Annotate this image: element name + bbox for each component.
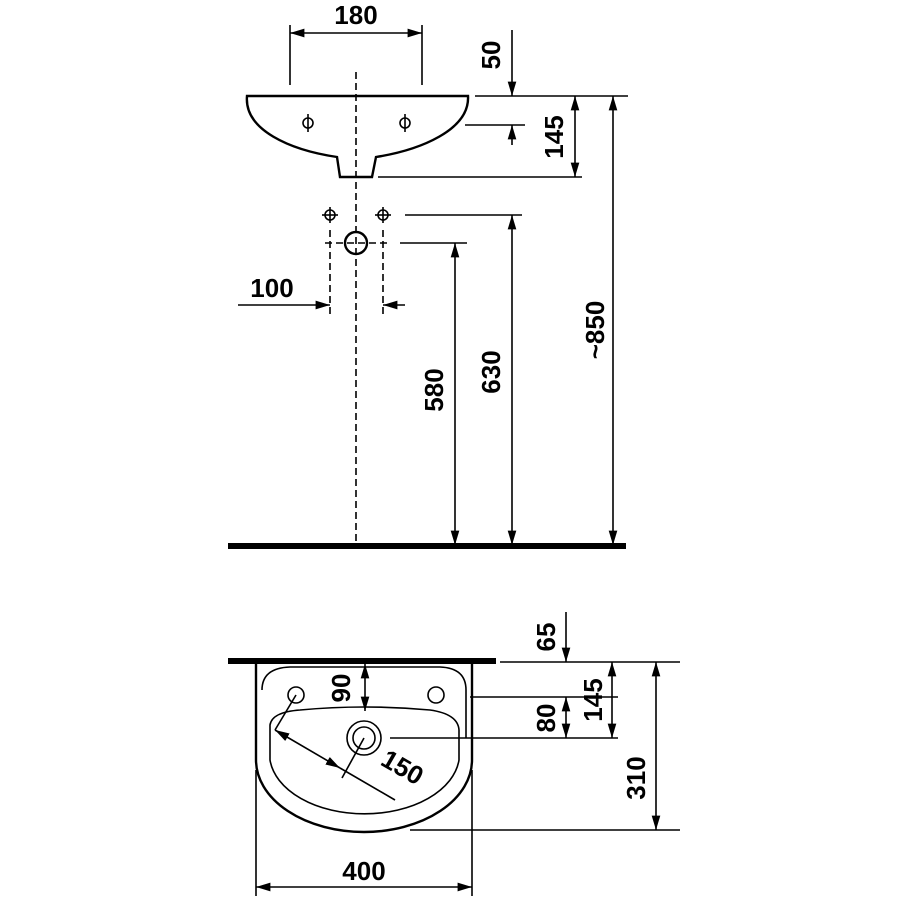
wall-line [228,658,496,664]
drain-outer [346,720,382,756]
tap-symbol-right [399,114,411,132]
dim-width: 400 [342,856,385,886]
dim-waste-spacing: 100 [250,273,293,303]
side-view: 180 50 145 ~850 100 580 630 [228,0,628,549]
tap-hole-left [287,686,305,704]
dim-waste-height: 580 [419,368,449,411]
basin-side-outline [245,94,470,179]
plan-view: 90 150 65 80 145 310 400 [228,612,680,896]
dim-tap-hole-drop: 50 [476,41,506,70]
dim-basin-height: 145 [539,115,569,158]
dim-bowl-radius: 150 [376,743,429,791]
dim-tap-spacing: 180 [334,0,377,30]
bowl-outline [269,706,460,815]
dim-wall-to-drain: 145 [578,678,608,721]
tap-hole-right [427,686,445,704]
dim-supply-height: 630 [476,350,506,393]
drain-inner [352,726,376,750]
dim-wall-to-bowl: 90 [326,674,356,703]
supply-hole-right [375,207,391,223]
dim-wall-to-tap: 65 [531,623,561,652]
waste-hole [343,230,369,256]
dim-tap-to-drain: 80 [531,704,561,733]
floor-line [228,543,626,549]
dim-rim-height: ~850 [580,301,610,360]
basin-plan-outline [254,664,474,834]
dim-depth: 310 [621,756,651,799]
supply-hole-left [322,207,338,223]
tap-symbol-left [302,114,314,132]
